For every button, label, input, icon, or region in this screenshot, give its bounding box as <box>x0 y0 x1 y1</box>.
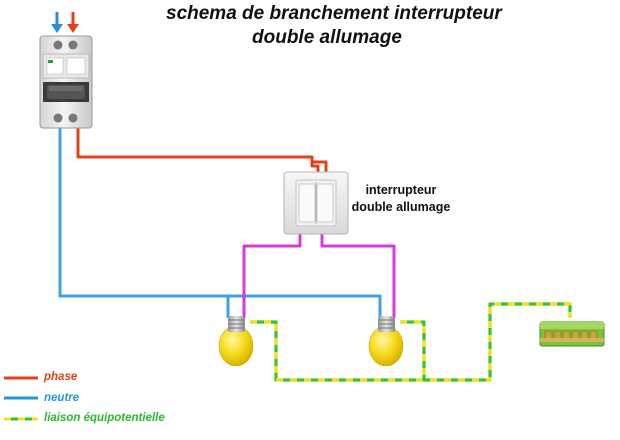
neutral-wire <box>58 122 382 318</box>
switch-label-line-2: double allumage <box>351 200 451 214</box>
diagram-title-line-1: schema de branchement interrupteur <box>166 3 502 24</box>
legend-swatches <box>4 376 38 421</box>
legend-label-neutre: neutre <box>44 392 80 404</box>
neutral-input-arrow-icon <box>51 12 63 33</box>
legend-label-liaison: liaison équipotentielle <box>44 412 165 424</box>
legend-label-phase: phase <box>44 371 78 383</box>
light-bulb-2 <box>368 316 404 367</box>
switch-label-line-1: interrupteur <box>365 183 437 197</box>
double-switch <box>283 171 349 235</box>
phase-input-arrow-icon <box>67 12 79 33</box>
light-bulb-1 <box>218 316 254 367</box>
phase-wire <box>76 122 328 178</box>
earth-wire <box>250 302 572 382</box>
diagram-title-line-2: double allumage <box>252 27 402 48</box>
circuit-breaker <box>39 35 93 129</box>
earth-terminal-block <box>539 321 605 347</box>
switched-wires <box>242 230 396 318</box>
